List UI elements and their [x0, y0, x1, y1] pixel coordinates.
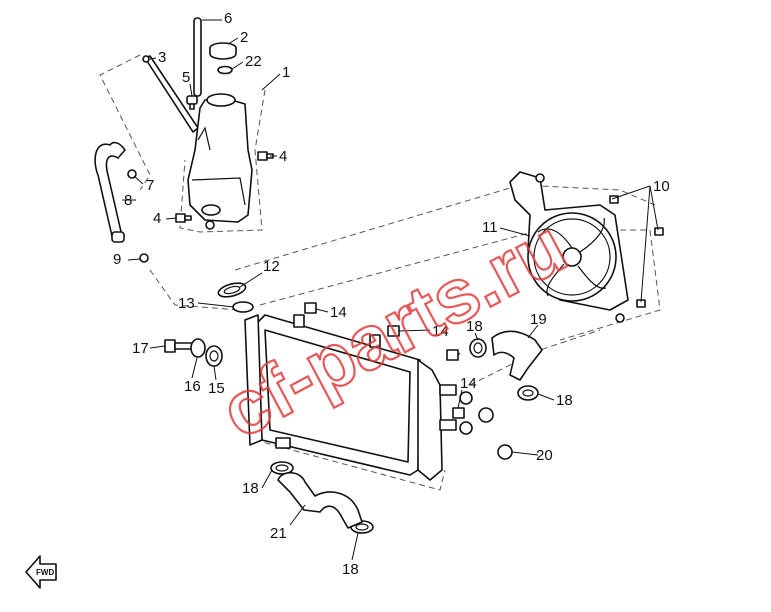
part-18-clamp-c: [270, 461, 294, 475]
part-15-grommet: [205, 345, 223, 367]
part-14-clip-a: [304, 302, 317, 314]
callout-5: 5: [182, 69, 190, 86]
callout-4-upper: 4: [279, 148, 287, 165]
callout-3: 3: [158, 49, 166, 66]
callout-18-b: 18: [556, 392, 573, 409]
part-8-hose: [94, 141, 126, 237]
part-18-clamp-b: [517, 385, 539, 401]
callout-12: 12: [263, 258, 280, 275]
leader-lines: [122, 19, 659, 561]
part-14-clip-c: [446, 349, 459, 361]
part-9-clamp: [139, 253, 149, 263]
part-2-cap: [209, 42, 237, 60]
callout-7: 7: [146, 177, 154, 194]
part-20-plug-a: [478, 407, 494, 423]
callout-11: 11: [482, 219, 498, 236]
part-10-bolt-a: [609, 195, 619, 204]
part-11-fan: [509, 171, 629, 323]
callout-labels: 6 2 22 1 3 5 4 4 7 8 9 10 11 12 13 14 14…: [113, 10, 670, 578]
part-14-clip-d: [452, 407, 465, 419]
part-18-clamp-a: [469, 338, 487, 358]
callout-2: 2: [240, 29, 248, 46]
part-21-hose: [277, 471, 363, 529]
fwd-arrow-icon: FWD: [25, 555, 57, 589]
callout-21: 21: [270, 525, 287, 542]
callout-13: 13: [178, 295, 195, 312]
callout-17: 17: [132, 340, 149, 357]
part-3-strap: [144, 55, 199, 133]
callout-19: 19: [530, 311, 547, 328]
callout-18-a: 18: [466, 318, 483, 335]
callout-22: 22: [245, 53, 262, 70]
part-10-bolt-b: [654, 227, 664, 236]
part-13-seal: [232, 301, 254, 313]
radiator: [244, 314, 473, 481]
part-12-radiator-cap: [217, 282, 247, 298]
part-19-hose: [491, 330, 543, 381]
fwd-label: FWD: [36, 568, 54, 577]
callout-4-lower: 4: [153, 210, 161, 227]
callout-10: 10: [653, 178, 670, 195]
callout-14-b: 14: [432, 323, 449, 340]
callout-6: 6: [224, 10, 232, 27]
callout-1: 1: [282, 64, 290, 81]
part-1-reservoir: [187, 93, 253, 230]
callout-9: 9: [113, 251, 121, 268]
callout-15: 15: [208, 380, 225, 397]
callout-8: 8: [124, 192, 132, 209]
callout-14-a: 14: [330, 304, 347, 321]
part-4-bolt-lower: [175, 213, 192, 223]
part-20-plug-b: [497, 444, 513, 460]
callout-16: 16: [184, 378, 201, 395]
part-6-rod: [193, 17, 202, 97]
callout-20: 20: [536, 447, 553, 464]
callout-14-c: 14: [460, 375, 477, 392]
part-5-fitting: [186, 95, 198, 110]
part-22-ring: [217, 65, 233, 75]
callout-18-d: 18: [342, 561, 359, 578]
part-16-washer: [190, 338, 206, 358]
callout-18-c: 18: [242, 480, 259, 497]
